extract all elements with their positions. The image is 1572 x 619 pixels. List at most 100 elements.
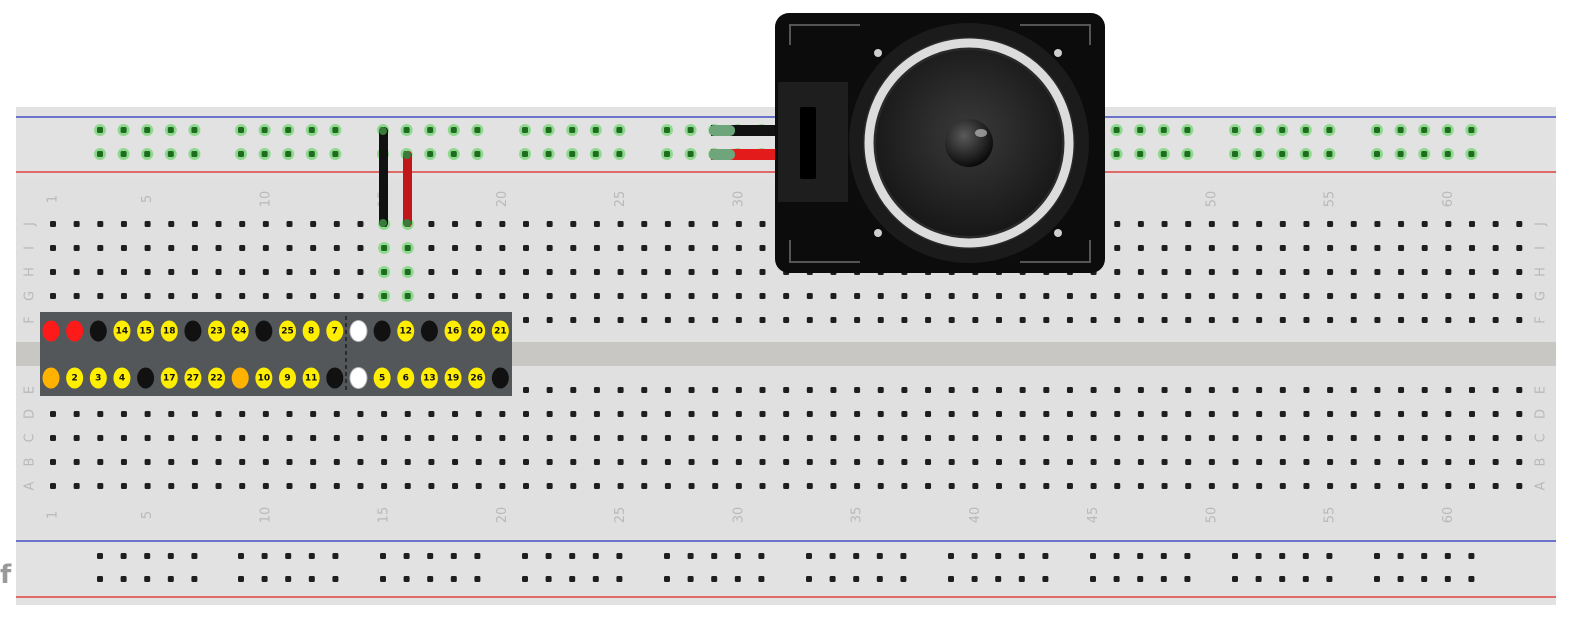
breadboard-hole[interactable] — [688, 483, 695, 489]
rail-hole[interactable] — [1374, 151, 1380, 157]
rail-hole[interactable] — [167, 127, 174, 133]
rail-hole[interactable] — [1137, 127, 1144, 133]
breadboard-hole[interactable] — [854, 483, 861, 489]
breadboard-hole[interactable] — [1421, 435, 1428, 441]
rail-hole[interactable] — [1042, 576, 1049, 582]
rail-hole[interactable] — [664, 576, 670, 582]
breadboard-hole[interactable] — [759, 245, 766, 251]
breadboard-hole[interactable] — [1161, 293, 1168, 299]
breadboard-hole[interactable] — [1469, 387, 1475, 393]
breadboard-hole[interactable] — [1374, 411, 1381, 417]
header-pin-top[interactable] — [302, 320, 320, 342]
breadboard-hole[interactable] — [168, 221, 175, 227]
breadboard-hole[interactable] — [1208, 269, 1215, 275]
breadboard-hole[interactable] — [1516, 387, 1523, 393]
breadboard-hole[interactable] — [1303, 317, 1310, 323]
breadboard-hole[interactable] — [262, 245, 269, 251]
header-pin-bottom[interactable] — [373, 367, 391, 389]
rail-hole[interactable] — [545, 576, 552, 582]
breadboard-hole[interactable] — [1374, 293, 1381, 299]
breadboard-hole[interactable] — [239, 411, 246, 417]
rail-hole[interactable] — [1255, 576, 1262, 582]
rail-hole[interactable] — [664, 127, 670, 133]
breadboard-hole[interactable] — [357, 483, 364, 489]
breadboard-hole[interactable] — [499, 411, 506, 417]
breadboard-hole[interactable] — [333, 245, 340, 251]
breadboard-hole[interactable] — [712, 293, 719, 299]
header-pin-bottom[interactable] — [137, 367, 155, 389]
breadboard-hole[interactable] — [523, 435, 529, 441]
breadboard-hole[interactable] — [972, 411, 979, 417]
breadboard-hole[interactable] — [877, 293, 884, 299]
breadboard-hole[interactable] — [1469, 269, 1475, 275]
header-pin-bottom[interactable] — [89, 367, 107, 389]
breadboard-hole[interactable] — [1350, 317, 1357, 323]
breadboard-hole[interactable] — [428, 221, 435, 227]
breadboard-hole[interactable] — [1327, 221, 1334, 227]
breadboard-hole[interactable] — [759, 317, 766, 323]
rail-hole[interactable] — [403, 553, 410, 559]
rail-hole[interactable] — [191, 553, 198, 559]
header-pin-top[interactable] — [184, 320, 202, 342]
breadboard-hole[interactable] — [428, 459, 435, 465]
breadboard-hole[interactable] — [806, 435, 813, 441]
breadboard-hole[interactable] — [404, 269, 411, 275]
breadboard-hole[interactable] — [1232, 435, 1239, 441]
header-pin-top[interactable] — [231, 320, 249, 342]
breadboard-hole[interactable] — [1090, 483, 1097, 489]
breadboard-hole[interactable] — [1114, 245, 1121, 251]
breadboard-hole[interactable] — [1208, 245, 1215, 251]
breadboard-hole[interactable] — [1279, 245, 1286, 251]
rail-hole[interactable] — [1184, 151, 1191, 157]
breadboard-hole[interactable] — [357, 245, 364, 251]
breadboard-hole[interactable] — [1232, 293, 1239, 299]
breadboard-hole[interactable] — [1421, 387, 1428, 393]
breadboard-hole[interactable] — [1445, 245, 1452, 251]
breadboard-hole[interactable] — [1161, 221, 1168, 227]
breadboard-hole[interactable] — [357, 221, 364, 227]
breadboard-hole[interactable] — [1208, 435, 1215, 441]
breadboard-hole[interactable] — [97, 435, 104, 441]
breadboard-hole[interactable] — [712, 435, 719, 441]
breadboard-hole[interactable] — [50, 411, 56, 417]
breadboard-hole[interactable] — [1114, 221, 1121, 227]
breadboard-hole[interactable] — [1161, 245, 1168, 251]
breadboard-hole[interactable] — [50, 459, 56, 465]
breadboard-hole[interactable] — [735, 245, 742, 251]
breadboard-hole[interactable] — [759, 269, 766, 275]
breadboard-hole[interactable] — [1398, 387, 1405, 393]
breadboard-hole[interactable] — [97, 221, 104, 227]
rail-hole[interactable] — [522, 151, 528, 157]
breadboard-hole[interactable] — [593, 221, 600, 227]
rail-hole[interactable] — [1255, 151, 1262, 157]
breadboard-hole[interactable] — [546, 221, 553, 227]
breadboard-hole[interactable] — [1374, 269, 1381, 275]
breadboard-hole[interactable] — [262, 293, 269, 299]
breadboard-hole[interactable] — [333, 269, 340, 275]
breadboard-hole[interactable] — [1066, 411, 1073, 417]
header-pin-bottom[interactable] — [468, 367, 486, 389]
breadboard-hole[interactable] — [1445, 459, 1452, 465]
breadboard-hole[interactable] — [1303, 293, 1310, 299]
breadboard-hole[interactable] — [759, 483, 766, 489]
breadboard-hole[interactable] — [1398, 317, 1405, 323]
breadboard-hole[interactable] — [475, 411, 482, 417]
breadboard-hole[interactable] — [1161, 269, 1168, 275]
rail-hole[interactable] — [285, 576, 292, 582]
breadboard-hole[interactable] — [925, 435, 932, 441]
rail-hole[interactable] — [1232, 576, 1238, 582]
speaker-lead-black[interactable] — [711, 125, 781, 136]
breadboard-hole[interactable] — [1516, 293, 1523, 299]
rail-hole[interactable] — [450, 127, 457, 133]
breadboard-hole[interactable] — [617, 293, 624, 299]
rail-hole[interactable] — [144, 576, 151, 582]
breadboard-hole[interactable] — [641, 317, 648, 323]
rail-hole[interactable] — [1397, 576, 1404, 582]
breadboard-hole[interactable] — [523, 459, 529, 465]
rail-hole[interactable] — [261, 151, 268, 157]
rail-hole[interactable] — [144, 151, 151, 157]
breadboard-hole[interactable] — [1374, 245, 1381, 251]
breadboard-hole[interactable] — [475, 435, 482, 441]
breadboard-hole[interactable] — [1327, 435, 1334, 441]
breadboard-hole[interactable] — [641, 411, 648, 417]
